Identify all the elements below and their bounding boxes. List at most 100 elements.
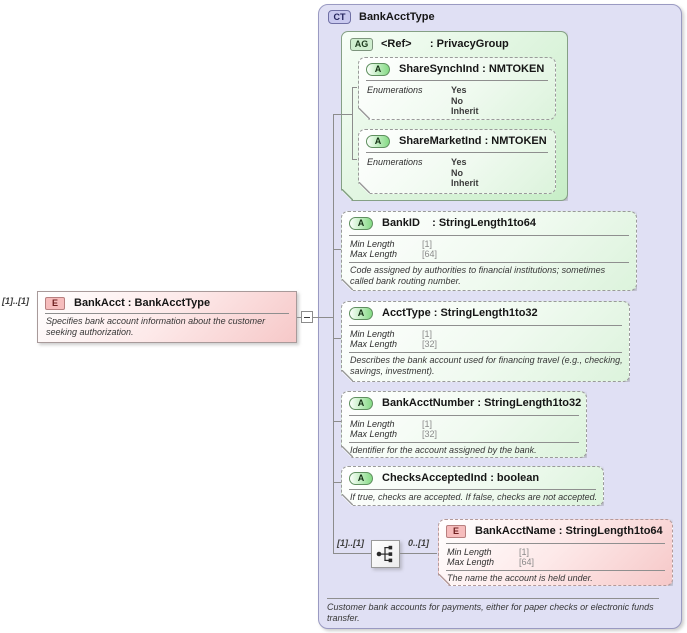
max-length-value: [64] <box>519 557 535 567</box>
complex-type-box: CT BankAcctType AG <Ref> : PrivacyGroup … <box>318 4 682 629</box>
attribute-box-bankid[interactable]: A BankID : StringLength1to64 Min Length … <box>341 211 637 291</box>
attribute-title: ShareSynchInd : NMTOKEN <box>399 63 545 75</box>
max-length-label: Max Length <box>350 249 398 259</box>
attribute-header: A BankID : StringLength1to64 <box>349 216 536 230</box>
minus-icon <box>304 317 310 318</box>
facet-label: Enumerations <box>367 85 423 95</box>
attribute-group-box[interactable]: AG <Ref> : PrivacyGroup A ShareSynchInd … <box>341 31 568 201</box>
min-length-value: [1] <box>422 329 433 339</box>
divider <box>446 570 665 571</box>
attribute-badge-icon: A <box>366 63 390 76</box>
sequence-icon <box>376 545 393 563</box>
attribute-group-title: <Ref> : PrivacyGroup <box>381 38 509 50</box>
max-length-value: [64] <box>422 249 438 259</box>
attribute-box-bankacctnumber[interactable]: A BankAcctNumber : StringLength1to32 Min… <box>341 391 587 458</box>
divider <box>349 235 629 236</box>
min-length-label: Min Length <box>350 239 395 249</box>
collapse-button[interactable] <box>301 311 313 323</box>
connector-line <box>333 338 341 339</box>
attribute-badge-icon: A <box>349 217 373 230</box>
attribute-box-accttype[interactable]: A AcctType : StringLength1to32 Min Lengt… <box>341 301 630 382</box>
min-length-value: [1] <box>422 419 433 429</box>
attribute-description: If true, checks are accepted. If false, … <box>350 492 598 502</box>
divider <box>349 442 579 443</box>
element-title: BankAcctName : StringLength1to64 <box>475 525 663 537</box>
divider <box>349 325 622 326</box>
element-badge-icon: E <box>446 525 466 538</box>
attribute-description: Code assigned by authorities to financia… <box>350 265 606 286</box>
attribute-badge-icon: A <box>349 397 373 410</box>
attribute-header: A ShareSynchInd : NMTOKEN <box>366 62 544 76</box>
connector-trunk <box>333 114 334 554</box>
divider <box>349 415 579 416</box>
min-length-label: Min Length <box>350 329 395 339</box>
attribute-badge-icon: A <box>349 472 373 485</box>
attribute-header: A ShareMarketInd : NMTOKEN <box>366 134 547 148</box>
attribute-badge-icon: A <box>349 307 373 320</box>
attribute-description: Identifier for the account assigned by t… <box>350 445 537 455</box>
complex-type-header: CT BankAcctType <box>328 10 435 24</box>
attribute-title: ShareMarketInd : NMTOKEN <box>399 135 547 147</box>
attribute-title: ChecksAcceptedInd : boolean <box>382 472 540 484</box>
element-header: E BankAcctName : StringLength1to64 <box>446 524 663 538</box>
divider <box>366 80 548 81</box>
attribute-header: A AcctType : StringLength1to32 <box>349 306 538 320</box>
divider <box>349 352 622 353</box>
min-length-value: [1] <box>519 547 530 557</box>
attribute-box-sharemarketind[interactable]: A ShareMarketInd : NMTOKEN Enumerations … <box>358 129 556 194</box>
complex-type-title: BankAcctType <box>359 11 435 23</box>
divider <box>366 152 548 153</box>
connector-line <box>333 114 352 115</box>
attribute-box-checksacceptedind[interactable]: A ChecksAcceptedInd : boolean If true, c… <box>341 466 604 506</box>
divider <box>327 598 659 599</box>
attribute-group-badge-icon: AG <box>350 38 373 51</box>
enumeration-value: Yes <box>451 157 467 167</box>
attribute-group-header: AG <Ref> : PrivacyGroup <box>350 37 509 51</box>
connector-line <box>352 87 353 160</box>
complex-type-annotation: Customer bank accounts for payments, eit… <box>327 602 654 623</box>
divider <box>446 543 665 544</box>
attribute-title: BankAcctNumber : StringLength1to32 <box>382 397 582 409</box>
facet-label: Enumerations <box>367 157 423 167</box>
enumeration-values: Yes No Inherit <box>451 85 479 117</box>
sequence-compositor[interactable] <box>371 540 400 568</box>
divider <box>349 262 629 263</box>
connector-line <box>400 553 437 554</box>
sequence-cardinality-left: [1]..[1] <box>337 538 364 548</box>
complex-type-badge-icon: CT <box>328 10 351 24</box>
max-length-value: [32] <box>422 429 438 439</box>
attribute-box-sharesynchind[interactable]: A ShareSynchInd : NMTOKEN Enumerations Y… <box>358 57 556 120</box>
connector-line <box>333 249 341 250</box>
element-title: BankAcct : BankAcctType <box>74 297 211 309</box>
connector-line <box>352 87 357 88</box>
element-box-bankacctname[interactable]: E BankAcctName : StringLength1to64 Min L… <box>438 519 673 586</box>
connector-line <box>333 421 341 422</box>
attribute-header: A BankAcctNumber : StringLength1to32 <box>349 396 581 410</box>
element-header: E BankAcct : BankAcctType <box>45 296 210 310</box>
attribute-badge-icon: A <box>366 135 390 148</box>
divider <box>45 313 289 314</box>
attribute-title: AcctType : StringLength1to32 <box>382 307 538 319</box>
enumeration-value: Yes <box>451 85 467 95</box>
attribute-description: Describes the bank account used for fina… <box>350 355 623 376</box>
enumeration-value: Inherit <box>451 178 479 188</box>
attribute-header: A ChecksAcceptedInd : boolean <box>349 471 539 485</box>
connector-line <box>297 317 301 318</box>
enumeration-value: Inherit <box>451 106 479 116</box>
enumeration-value: No <box>451 95 463 106</box>
element-description: Specifies bank account information about… <box>46 316 266 337</box>
max-length-label: Max Length <box>447 557 495 567</box>
connector-line <box>333 553 371 554</box>
max-length-label: Max Length <box>350 429 398 439</box>
min-length-label: Min Length <box>350 419 395 429</box>
root-cardinality-label: [1]..[1] <box>2 296 29 306</box>
attribute-title: BankID : StringLength1to64 <box>382 217 537 229</box>
connector-line <box>313 317 333 318</box>
connector-line <box>333 482 341 483</box>
enumeration-value: No <box>451 167 463 178</box>
sequence-cardinality-right: 0..[1] <box>408 538 430 548</box>
max-length-value: [32] <box>422 339 438 349</box>
element-box-bankacct[interactable]: E BankAcct : BankAcctType Specifies bank… <box>37 291 297 343</box>
max-length-label: Max Length <box>350 339 398 349</box>
